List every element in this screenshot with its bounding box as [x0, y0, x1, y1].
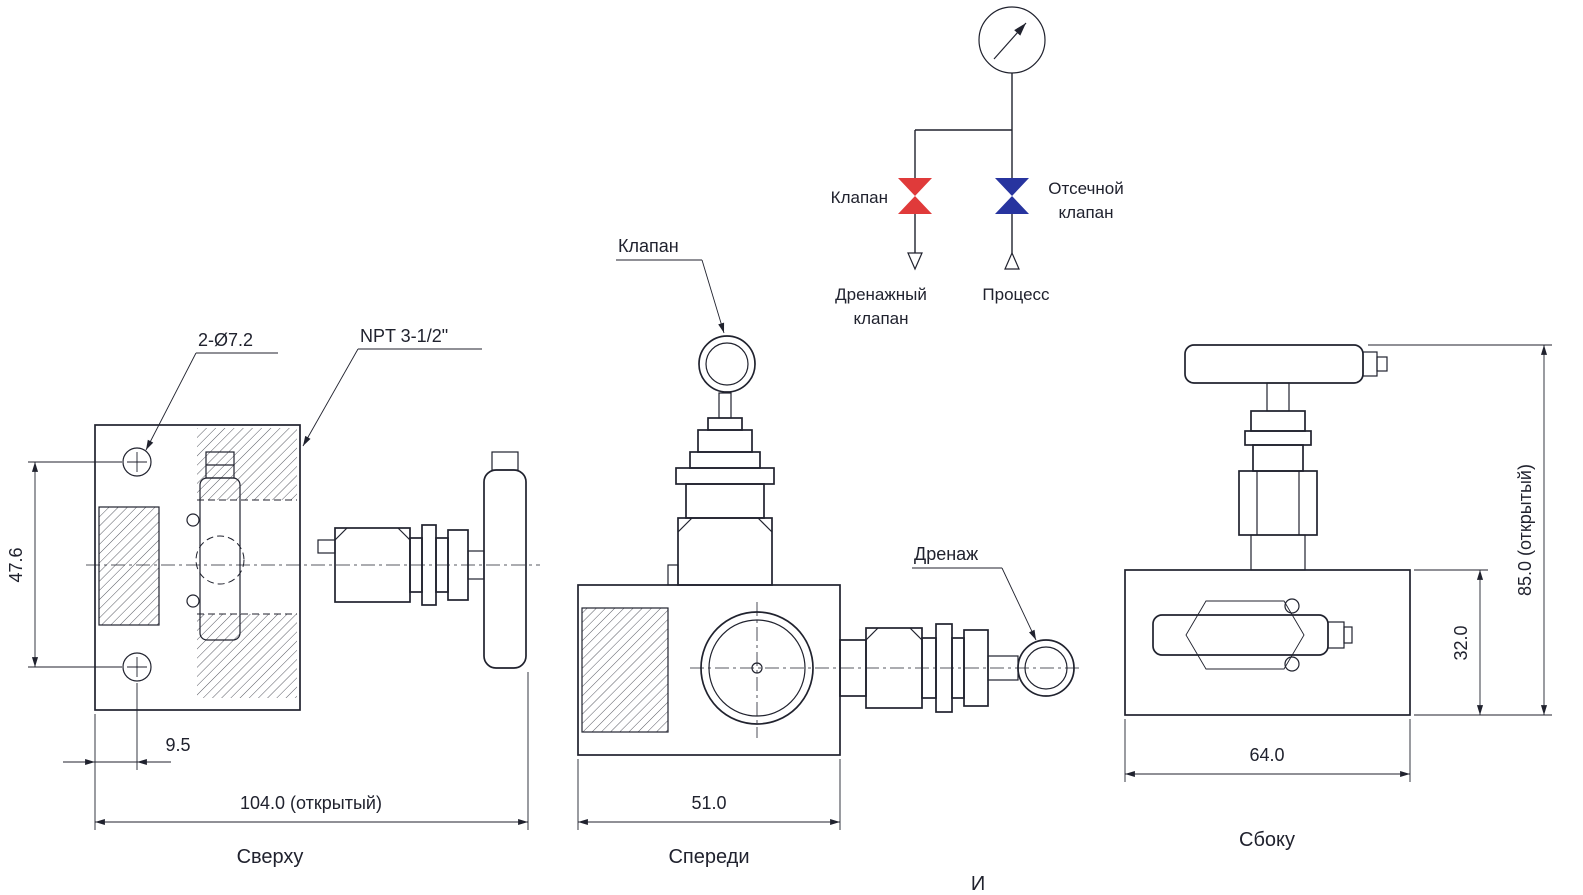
side-valve-assembly — [317, 451, 527, 669]
schematic-shutoff-label-line2: клапан — [1058, 203, 1113, 222]
top-view: 2-Ø7.2 NPT 3-1/2" 47.6 9.5 104.0 (открыт… — [6, 326, 540, 868]
thread-callout-label: NPT 3-1/2" — [360, 326, 448, 346]
male-thread-hatch — [98, 506, 160, 626]
handle-bar-side — [1152, 614, 1329, 656]
manifold-body-outline — [1124, 569, 1411, 716]
process-inlet-arrow-icon — [1004, 251, 1020, 270]
dim-offset-text: 9.5 — [165, 735, 190, 755]
schematic-shutoff-label-line1: Отсечной — [1048, 179, 1123, 198]
schematic-process-label: Процесс — [982, 285, 1050, 304]
front-view-title: Спереди — [668, 846, 749, 868]
leader-line — [701, 259, 725, 334]
schematic-drain-label-line1: Дренажный — [835, 285, 927, 304]
leader-line — [1001, 567, 1037, 641]
drain-callout-label: Дренаж — [914, 544, 978, 564]
mounting-hole — [122, 447, 152, 477]
side-view: 85.0 (открытый) 32.0 64.0 Сбоку — [1124, 344, 1552, 851]
valve-handle-ring — [698, 335, 756, 393]
dim-body-height-text: 32.0 — [1451, 625, 1471, 660]
t-handle-bar — [1184, 344, 1364, 384]
schematic-drain-label-line2: клапан — [853, 309, 908, 328]
mounting-hole — [122, 652, 152, 682]
valve-callout-label: Клапан — [618, 236, 679, 256]
dim-height-text: 85.0 (открытый) — [1515, 464, 1535, 596]
leader-line — [145, 352, 197, 451]
schematic-diagram: Клапан Отсечной клапан Дренажный клапан … — [831, 6, 1124, 328]
partial-footer-text: И — [971, 873, 985, 895]
side-view-title: Сбоку — [1239, 829, 1295, 851]
dim-height-text: 47.6 — [6, 547, 26, 582]
pressure-gauge-icon — [978, 6, 1046, 74]
male-thread-hatch — [581, 607, 669, 733]
npt-thread-hatch — [197, 428, 297, 500]
leader-line — [302, 348, 359, 447]
npt-thread-hatch — [197, 614, 297, 698]
dim-width-text: 51.0 — [691, 793, 726, 813]
dim-width-text: 104.0 (открытый) — [240, 793, 382, 813]
manifold-body-outline — [94, 424, 301, 711]
drain-valve-symbol — [898, 178, 932, 214]
t-handle-assembly — [1184, 344, 1388, 571]
front-view: Клапан Дренаж 51.0 Спереди — [577, 236, 1080, 868]
valve-bonnet-assembly — [667, 335, 775, 586]
shutoff-valve-symbol — [995, 178, 1029, 214]
drain-valve-assembly — [839, 623, 1075, 713]
schematic-valve-label: Клапан — [831, 188, 888, 207]
drain-outlet-arrow-icon — [907, 252, 923, 271]
holes-callout-label: 2-Ø7.2 — [198, 330, 253, 350]
drain-handle-ring — [1017, 639, 1075, 697]
t-handle-bar — [483, 469, 527, 669]
dim-width-text: 64.0 — [1249, 745, 1284, 765]
valve-cartridge — [186, 451, 245, 641]
top-view-title: Сверху — [237, 846, 304, 868]
hex-nut-outline — [1185, 600, 1305, 670]
